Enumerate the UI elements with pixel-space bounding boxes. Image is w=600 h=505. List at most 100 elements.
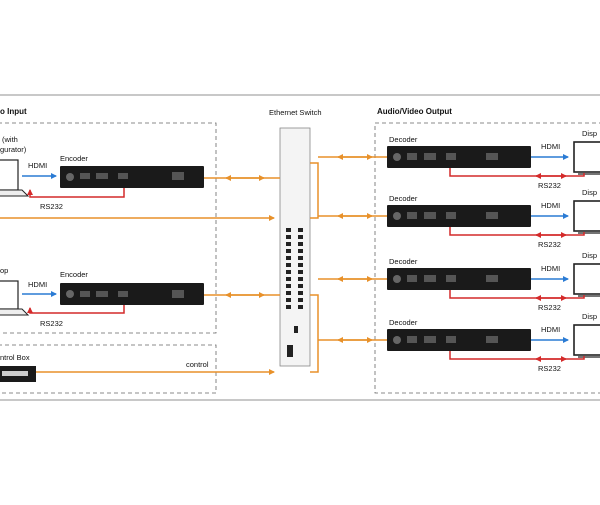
hdmi-label-out: HDMI <box>541 325 560 334</box>
switch-port <box>286 256 291 260</box>
switch-port <box>286 305 291 309</box>
ethernet-trunk-upper <box>310 162 319 219</box>
display-label: Disp <box>582 251 597 260</box>
control-box-label: ntrol Box <box>0 353 30 362</box>
hdmi-label-out: HDMI <box>541 201 560 210</box>
switch-port <box>298 263 303 267</box>
display-monitor <box>573 324 600 356</box>
decoder-port <box>424 153 436 160</box>
hdmi-label-in-1: HDMI <box>28 161 47 170</box>
rs232-link-in-1 <box>27 188 125 198</box>
switch-port <box>286 284 291 288</box>
input-section-title: o Input <box>0 107 27 116</box>
ethernet-switch <box>279 127 311 367</box>
decoder-port <box>424 212 436 219</box>
rs232-link-out <box>449 227 585 236</box>
decoder-rows: DecoderHDMIDispRS232DecoderHDMIDispRS232… <box>318 129 600 373</box>
switch-port <box>286 235 291 239</box>
switch-led <box>294 326 298 333</box>
decoder-label: Decoder <box>389 257 418 266</box>
output-group-frame <box>374 122 600 394</box>
output-section-title: Audio/Video Output <box>377 107 452 116</box>
outer-frame <box>0 94 600 401</box>
decoder-port <box>407 336 417 343</box>
laptop-1-caption-line1: (with <box>2 135 18 144</box>
rs232-label-out: RS232 <box>538 240 561 249</box>
laptop-2 <box>0 280 30 316</box>
switch-port <box>286 263 291 267</box>
decoder-label: Decoder <box>389 194 418 203</box>
encoder-1-label: Encoder <box>60 154 88 163</box>
switch-port <box>298 242 303 246</box>
decoder-label: Decoder <box>389 318 418 327</box>
decoder-port <box>446 212 456 219</box>
decoder-port <box>407 212 417 219</box>
decoder-port <box>446 153 456 160</box>
switch-port <box>298 235 303 239</box>
display-label: Disp <box>582 129 597 138</box>
rs232-link-in-2 <box>27 305 125 314</box>
switch-port <box>298 305 303 309</box>
switch-port <box>286 270 291 274</box>
rs232-link-out <box>449 168 585 177</box>
hdmi-label-in-2: HDMI <box>28 280 47 289</box>
switch-port <box>298 277 303 281</box>
switch-port <box>298 284 303 288</box>
switch-port <box>298 228 303 232</box>
decoder-port <box>424 336 436 343</box>
control-group-frame <box>0 344 217 394</box>
display-label: Disp <box>582 312 597 321</box>
hdmi-label-out: HDMI <box>541 264 560 273</box>
decoder-port <box>486 336 498 343</box>
decoder-port <box>424 275 436 282</box>
encoder-2 <box>60 283 204 305</box>
display-monitor <box>573 200 600 232</box>
switch-port <box>298 256 303 260</box>
display-monitor <box>573 263 600 295</box>
input-group-frame <box>0 122 217 334</box>
rs232-label-out: RS232 <box>538 303 561 312</box>
encoder-2-label: Encoder <box>60 270 88 279</box>
switch-port <box>286 228 291 232</box>
switch-port <box>298 291 303 295</box>
decoder-knob <box>393 153 401 161</box>
hdmi-label-out: HDMI <box>541 142 560 151</box>
switch-ports <box>286 228 303 309</box>
decoder-device <box>387 268 531 290</box>
switch-port <box>286 277 291 281</box>
laptop-1 <box>0 159 30 197</box>
rs232-label-in-2: RS232 <box>40 319 63 328</box>
decoder-knob <box>393 336 401 344</box>
switch-port <box>298 249 303 253</box>
decoder-port <box>486 212 498 219</box>
switch-port <box>286 291 291 295</box>
encoder-1 <box>60 166 204 188</box>
rs232-label-out: RS232 <box>538 364 561 373</box>
display-label: Disp <box>582 188 597 197</box>
decoder-port <box>407 153 417 160</box>
rs232-link-out <box>449 290 585 299</box>
switch-port <box>286 249 291 253</box>
decoder-device <box>387 205 531 227</box>
decoder-port <box>486 275 498 282</box>
laptop-2-caption: op <box>0 266 8 275</box>
control-box <box>0 366 36 382</box>
control-label: control <box>186 360 209 369</box>
switch-power-port <box>287 345 293 357</box>
rs232-label-out: RS232 <box>538 181 561 190</box>
decoder-device <box>387 329 531 351</box>
rs232-label-in-1: RS232 <box>40 202 63 211</box>
decoder-knob <box>393 212 401 220</box>
ethernet-trunk-lower <box>310 294 319 373</box>
decoder-port <box>446 336 456 343</box>
decoder-knob <box>393 275 401 283</box>
decoder-port <box>446 275 456 282</box>
switch-port <box>286 298 291 302</box>
switch-port <box>286 242 291 246</box>
